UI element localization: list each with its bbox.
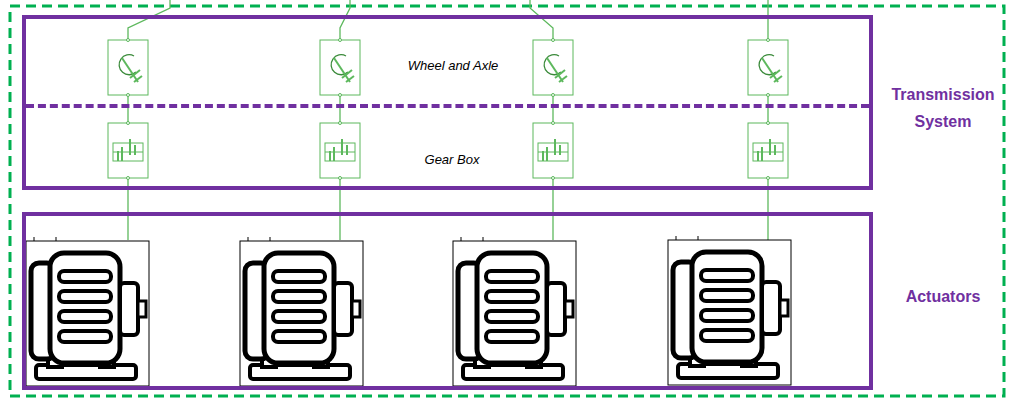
wheel-axle-symbol — [108, 39, 148, 97]
gearbox-symbol — [748, 122, 788, 180]
motor-icon — [240, 237, 363, 386]
gearbox-symbol — [108, 122, 148, 180]
section-band: Wheel and Axle — [26, 19, 869, 108]
group-label: Actuators — [882, 287, 1004, 307]
gearbox-symbol — [533, 122, 573, 180]
motor-icon — [26, 237, 149, 386]
section-label: Gear Box — [425, 152, 480, 168]
wheel-axle-symbol — [320, 39, 360, 97]
group-box: Actuators — [22, 212, 873, 390]
section-label: Wheel and Axle — [408, 58, 499, 74]
group-label: Transmission System — [882, 81, 1004, 135]
outer-boundary — [10, 6, 1004, 396]
wheel-axle-symbol — [533, 39, 573, 97]
gearbox-symbol — [320, 122, 360, 180]
wheel-axle-symbol — [748, 39, 788, 97]
motor-icon — [453, 237, 576, 386]
section-band: Gear Box — [26, 108, 869, 186]
system-box: Transmission SystemWheel and AxleGear Bo… — [22, 15, 873, 190]
shaft-lines — [128, 0, 768, 240]
motor-icon — [668, 236, 791, 385]
